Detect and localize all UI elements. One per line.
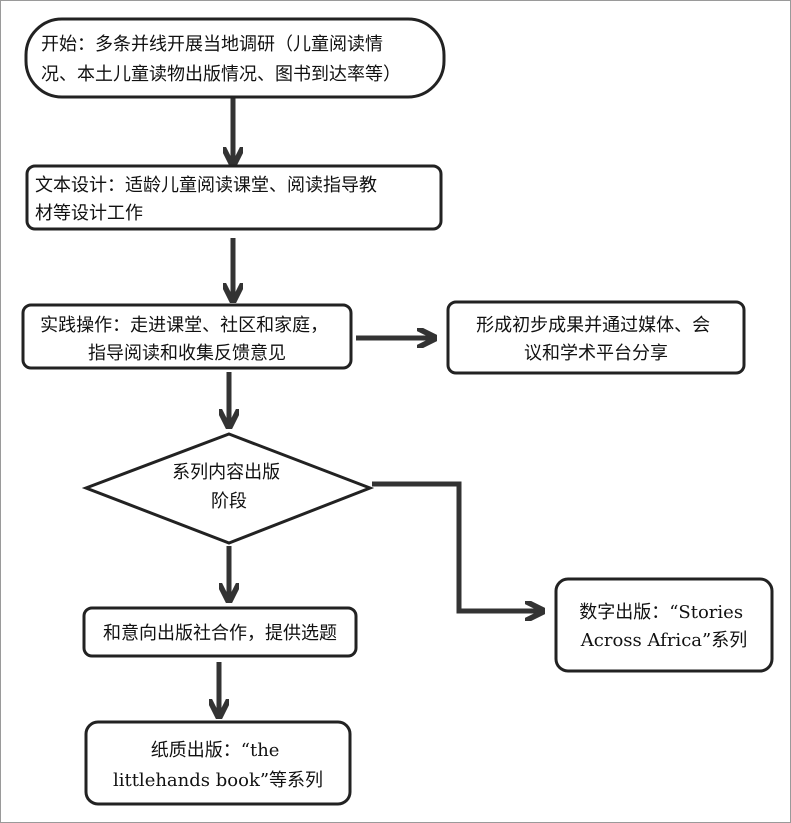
node-digital-text: 数字出版：“Stories Across Africa”系列	[579, 602, 749, 651]
node-design: 文本设计：适龄儿童阅读课堂、阅读指导教 材等设计工作	[25, 164, 443, 231]
node-design-text: 文本设计：适龄儿童阅读课堂、阅读指导教 材等设计工作	[35, 175, 383, 224]
node-cooperate-line-1: 和意向出版社合作，提供选题	[103, 623, 337, 644]
node-digital-line-1: 数字出版：“Stories	[579, 602, 743, 623]
node-design-line-1: 文本设计：适龄儿童阅读课堂、阅读指导教	[35, 175, 377, 196]
node-digital-line-2: Across Africa”系列	[580, 630, 747, 651]
node-decision-line-1: 系列内容出版	[172, 462, 280, 483]
node-practice-line-2: 指导阅读和收集反馈意见	[88, 343, 286, 364]
node-decision-text: 系列内容出版 阶段	[172, 462, 286, 512]
node-decision-line-2: 阶段	[211, 491, 247, 512]
node-cooperate: 和意向出版社合作，提供选题	[82, 606, 358, 658]
node-cooperate-text: 和意向出版社合作，提供选题	[103, 623, 337, 644]
arrow-decision-to-digital	[372, 481, 540, 611]
node-share-line-2: 议和学术平台分享	[524, 343, 668, 364]
node-start-line-1: 开始：多条并线开展当地调研（儿童阅读情	[41, 34, 383, 55]
node-digital: 数字出版：“Stories Across Africa”系列	[554, 577, 774, 673]
node-practice: 实践操作：走进课堂、社区和家庭， 指导阅读和收集反馈意见	[21, 303, 353, 370]
node-paper-line-1: 纸质出版：“the	[151, 740, 280, 761]
node-paper: 纸质出版：“the littlehands book”等系列	[84, 720, 352, 806]
node-decision: 系列内容出版 阶段	[81, 432, 375, 545]
node-practice-line-1: 实践操作：走进课堂、社区和家庭，	[40, 315, 328, 336]
node-share: 形成初步成果并通过媒体、会 议和学术平台分享	[446, 300, 746, 375]
node-practice-text: 实践操作：走进课堂、社区和家庭， 指导阅读和收集反馈意见	[40, 315, 334, 364]
node-share-line-1: 形成初步成果并通过媒体、会	[476, 315, 710, 336]
edges	[219, 98, 540, 714]
node-paper-line-2: littlehands book”等系列	[113, 770, 323, 791]
node-start-text: 开始：多条并线开展当地调研（儿童阅读情 况、本土儿童读物出版情况、图书到达率等）	[41, 34, 401, 85]
node-paper-text: 纸质出版：“the littlehands book”等系列	[113, 740, 323, 791]
node-share-text: 形成初步成果并通过媒体、会 议和学术平台分享	[476, 315, 716, 364]
node-design-line-2: 材等设计工作	[35, 203, 143, 224]
node-start-line-2: 况、本土儿童读物出版情况、图书到达率等）	[41, 64, 401, 85]
node-start: 开始：多条并线开展当地调研（儿童阅读情 况、本土儿童读物出版情况、图书到达率等）	[24, 17, 446, 99]
